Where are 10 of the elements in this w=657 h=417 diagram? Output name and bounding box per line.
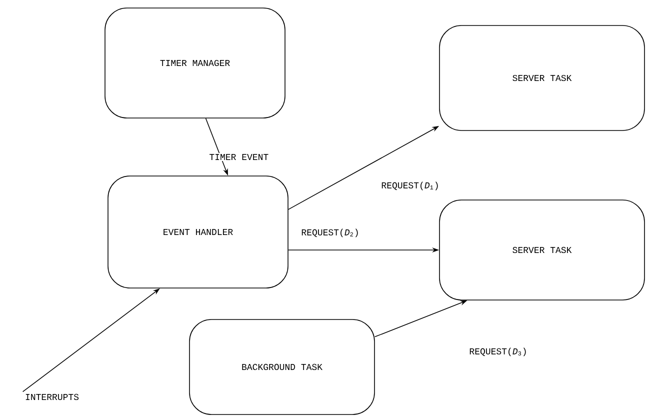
rounded-box: BACKGROUND TASK	[189, 319, 375, 415]
rounded-box: EVENT HANDLER	[108, 176, 288, 288]
edge-label: REQUEST(D$_{3}$)	[468, 346, 528, 358]
rounded-box: TIMER MANAGER	[104, 8, 286, 118]
rounded-box: SERVER TASK	[439, 25, 645, 131]
edge-label: REQUEST(D$_{2}$)	[300, 228, 360, 238]
rounded-box: SERVER TASK	[439, 200, 645, 300]
edge-label: REQUEST(D$_{1}$)	[380, 180, 440, 192]
bare-label: INTERRUPTS	[26, 394, 79, 400]
edge-label: TIMER EVENT	[208, 153, 270, 161]
